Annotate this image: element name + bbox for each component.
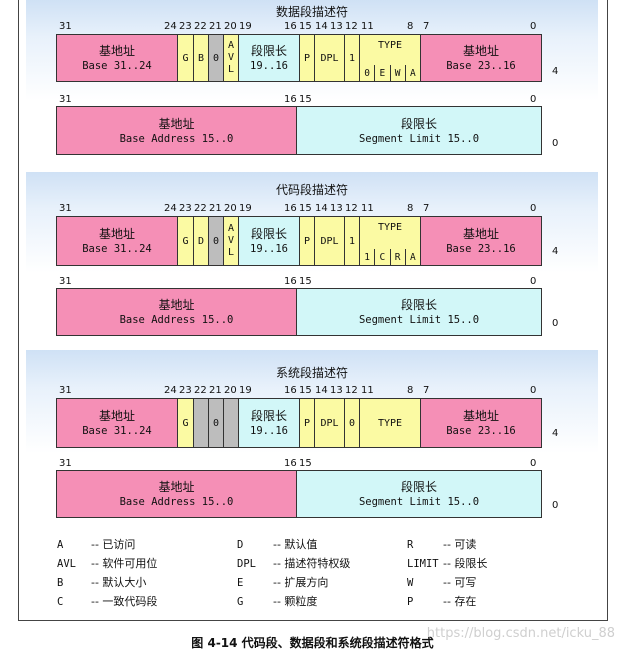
legend-item: B-- 默认大小	[57, 576, 147, 589]
avl-bit: A V L	[224, 217, 239, 265]
low-bit-numbers: 31 16 15 0	[59, 94, 537, 105]
type-bit: E	[374, 65, 389, 81]
legend-item: A-- 已访问	[57, 538, 136, 551]
zero-bit: 0	[209, 217, 224, 265]
descriptor-low-word: 基地址 Base Address 15..0 段限长 Segment Limit…	[56, 288, 542, 336]
high-bit-numbers: 31 24 23 22 21 20 19 16 15 14 13 12 11 8…	[59, 385, 537, 396]
s-bit: 1	[345, 217, 360, 265]
offset-label: 0	[552, 500, 559, 511]
type-field: TYPE	[360, 399, 421, 447]
legend-item: R-- 可读	[407, 538, 477, 551]
reserved-bit	[194, 399, 209, 447]
g-bit: G	[178, 217, 194, 265]
type-bit: R	[389, 249, 405, 265]
base-31-24-field: 基地址 Base 31..24	[57, 217, 178, 265]
base-15-0-field: 基地址 Base Address 15..0	[57, 289, 297, 335]
base-15-0-field: 基地址 Base Address 15..0	[57, 471, 297, 517]
descriptor-high-word: 基地址 Base 31..24 G B 0 A V L 段限长 19..16 P…	[56, 34, 542, 82]
limit-15-0-field: 段限长 Segment Limit 15..0	[297, 471, 541, 517]
g-bit: G	[178, 35, 194, 81]
reserved-bit	[224, 399, 239, 447]
limit-19-16-field: 段限长 19..16	[239, 217, 300, 265]
figure-caption: 图 4-14 代码段、数据段和系统段描述符格式	[191, 636, 434, 650]
system-segment-panel: 系统段描述符 31 24 23 22 21 20 19 16 15 14 13 …	[26, 350, 598, 522]
dpl-field: DPL	[315, 217, 345, 265]
s-bit: 0	[345, 399, 360, 447]
base-15-0-field: 基地址 Base Address 15..0	[57, 107, 297, 154]
p-bit: P	[300, 217, 315, 265]
type-bit: C	[374, 249, 389, 265]
code-segment-panel: 代码段描述符 31 24 23 22 21 20 19 16 15 14 13 …	[26, 172, 598, 340]
base-31-24-field: 基地址 Base 31..24	[57, 399, 178, 447]
limit-15-0-field: 段限长 Segment Limit 15..0	[297, 107, 541, 154]
base-23-16-field: 基地址 Base 23..16	[421, 399, 541, 447]
type-bit: W	[389, 65, 405, 81]
legend-item: W-- 可写	[407, 576, 477, 589]
base-23-16-field: 基地址 Base 23..16	[421, 217, 541, 265]
legend-item: D-- 默认值	[237, 538, 318, 551]
zero-bit: 0	[209, 35, 224, 81]
watermark: https://blog.csdn.net/icku_88	[426, 626, 615, 641]
legend-item: DPL-- 描述符特权级	[237, 557, 351, 570]
dpl-field: DPL	[315, 399, 345, 447]
high-bit-numbers: 31 24 23 22 21 20 19 16 15 14 13 12 11 8…	[59, 21, 537, 32]
high-bit-numbers: 31 24 23 22 21 20 19 16 15 14 13 12 11 8…	[59, 203, 537, 214]
p-bit: P	[300, 35, 315, 81]
type-bit: A	[404, 249, 420, 265]
s-bit: 1	[345, 35, 360, 81]
legend-item: LIMIT-- 段限长	[407, 557, 488, 570]
limit-15-0-field: 段限长 Segment Limit 15..0	[297, 289, 541, 335]
dpl-field: DPL	[315, 35, 345, 81]
db-bit: B	[194, 35, 209, 81]
panel-title: 数据段描述符	[275, 5, 348, 19]
type-bit: A	[404, 65, 420, 81]
legend: A-- 已访问 AVL-- 软件可用位 B-- 默认大小 C-- 一致代码段 D…	[19, 532, 607, 612]
type-bit: 1	[364, 251, 370, 263]
offset-label: 4	[552, 428, 559, 439]
base-23-16-field: 基地址 Base 23..16	[421, 35, 541, 81]
descriptor-high-word: 基地址 Base 31..24 G D 0 A V L 段限长 19..16 P…	[56, 216, 542, 266]
p-bit: P	[300, 399, 315, 447]
low-bit-numbers: 31 16 15 0	[59, 458, 537, 469]
data-segment-panel: 数据段描述符 31 24 23 22 21 20 19 16 15 14 13 …	[26, 0, 598, 168]
db-bit: D	[194, 217, 209, 265]
zero-bit: 0	[209, 399, 224, 447]
offset-label: 4	[552, 246, 559, 257]
panel-title: 代码段描述符	[275, 183, 348, 197]
avl-bit: A V L	[224, 35, 239, 81]
offset-label: 0	[552, 138, 559, 149]
descriptor-high-word: 基地址 Base 31..24 G 0 段限长 19..16 P DPL 0 T…	[56, 398, 542, 448]
legend-item: AVL-- 软件可用位	[57, 557, 158, 570]
legend-item: C-- 一致代码段	[57, 595, 158, 608]
type-bit: 0	[364, 67, 370, 79]
legend-item: G-- 颗粒度	[237, 595, 318, 608]
type-field: TYPE 1 C R A	[360, 217, 421, 265]
low-bit-numbers: 31 16 15 0	[59, 276, 537, 287]
figure-frame: 数据段描述符 31 24 23 22 21 20 19 16 15 14 13 …	[18, 0, 608, 621]
base-31-24-field: 基地址 Base 31..24	[57, 35, 178, 81]
g-bit: G	[178, 399, 194, 447]
limit-19-16-field: 段限长 19..16	[239, 35, 300, 81]
panel-title: 系统段描述符	[275, 366, 348, 380]
offset-label: 4	[552, 66, 559, 77]
offset-label: 0	[552, 318, 559, 329]
legend-item: P-- 存在	[407, 595, 477, 608]
limit-19-16-field: 段限长 19..16	[239, 399, 300, 447]
descriptor-low-word: 基地址 Base Address 15..0 段限长 Segment Limit…	[56, 106, 542, 155]
type-field: TYPE 0 E W A	[360, 35, 421, 81]
descriptor-low-word: 基地址 Base Address 15..0 段限长 Segment Limit…	[56, 470, 542, 518]
legend-item: E-- 扩展方向	[237, 576, 329, 589]
